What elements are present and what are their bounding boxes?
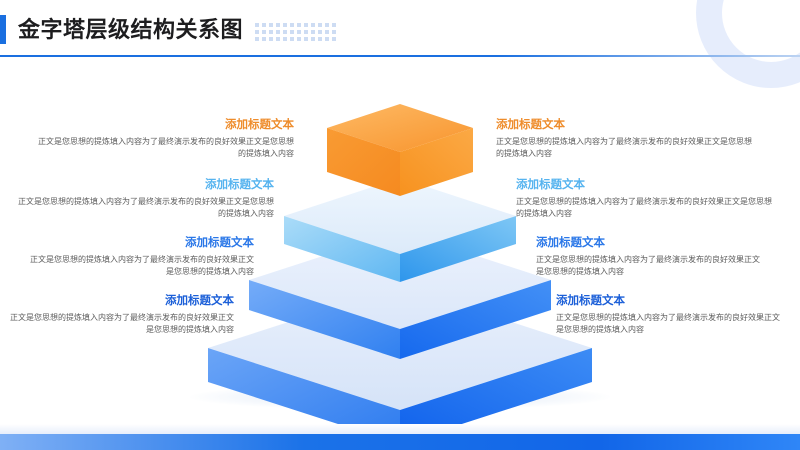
title-accent-bar — [0, 15, 6, 44]
label-level-4-left[interactable]: 添加标题文本 正文是您思想的提炼填入内容为了最终演示发布的良好效果正文是您思想的… — [0, 294, 234, 336]
slide-header: 金字塔层级结构关系图 — [0, 0, 800, 57]
label-title: 添加标题文本 — [536, 237, 605, 249]
pyramid-layer-2[interactable] — [284, 178, 516, 282]
label-body: 正文是您思想的提炼填入内容为了最终演示发布的良好效果正文是您思想的提炼填入内容 — [496, 137, 752, 158]
pyramid-layer-1[interactable] — [327, 104, 473, 196]
label-level-2-right[interactable]: 添加标题文本 正文是您思想的提炼填入内容为了最终演示发布的良好效果正文是您思想的… — [516, 178, 774, 220]
label-body: 正文是您思想的提炼填入内容为了最终演示发布的良好效果正文是您思想的提炼填入内容 — [18, 197, 274, 218]
footer-bar — [0, 434, 800, 450]
page-title: 金字塔层级结构关系图 — [18, 17, 244, 42]
label-level-1-right[interactable]: 添加标题文本 正文是您思想的提炼填入内容为了最终演示发布的良好效果正文是您思想的… — [496, 118, 754, 160]
footer-gradient-fade — [0, 424, 800, 434]
label-level-1-left[interactable]: 添加标题文本 正文是您思想的提炼填入内容为了最终演示发布的良好效果正文是您思想的… — [36, 118, 294, 160]
label-title: 添加标题文本 — [556, 295, 625, 307]
label-body: 正文是您思想的提炼填入内容为了最终演示发布的良好效果正文是您思想的提炼填入内容 — [38, 137, 294, 158]
label-body: 正文是您思想的提炼填入内容为了最终演示发布的良好效果正文是您思想的提炼填入内容 — [30, 255, 254, 276]
label-level-3-right[interactable]: 添加标题文本 正文是您思想的提炼填入内容为了最终演示发布的良好效果正文是您思想的… — [536, 236, 794, 278]
dot-grid-decoration — [255, 23, 338, 43]
label-level-4-right[interactable]: 添加标题文本 正文是您思想的提炼填入内容为了最终演示发布的良好效果正文是您思想的… — [556, 294, 800, 336]
label-body: 正文是您思想的提炼填入内容为了最终演示发布的良好效果正文是您思想的提炼填入内容 — [556, 313, 780, 334]
header-divider — [0, 55, 800, 57]
label-level-3-left[interactable]: 添加标题文本 正文是您思想的提炼填入内容为了最终演示发布的良好效果正文是您思想的… — [0, 236, 254, 278]
pyramid-diagram: 添加标题文本 正文是您思想的提炼填入内容为了最终演示发布的良好效果正文是您思想的… — [0, 56, 800, 444]
label-level-2-left[interactable]: 添加标题文本 正文是您思想的提炼填入内容为了最终演示发布的良好效果正文是您思想的… — [16, 178, 274, 220]
label-title: 添加标题文本 — [225, 119, 294, 131]
label-body: 正文是您思想的提炼填入内容为了最终演示发布的良好效果正文是您思想的提炼填入内容 — [516, 197, 772, 218]
label-title: 添加标题文本 — [516, 179, 585, 191]
label-title: 添加标题文本 — [165, 295, 234, 307]
label-title: 添加标题文本 — [185, 237, 254, 249]
label-body: 正文是您思想的提炼填入内容为了最终演示发布的良好效果正文是您思想的提炼填入内容 — [536, 255, 760, 276]
label-body: 正文是您思想的提炼填入内容为了最终演示发布的良好效果正文是您思想的提炼填入内容 — [10, 313, 234, 334]
label-title: 添加标题文本 — [496, 119, 565, 131]
label-title: 添加标题文本 — [205, 179, 274, 191]
